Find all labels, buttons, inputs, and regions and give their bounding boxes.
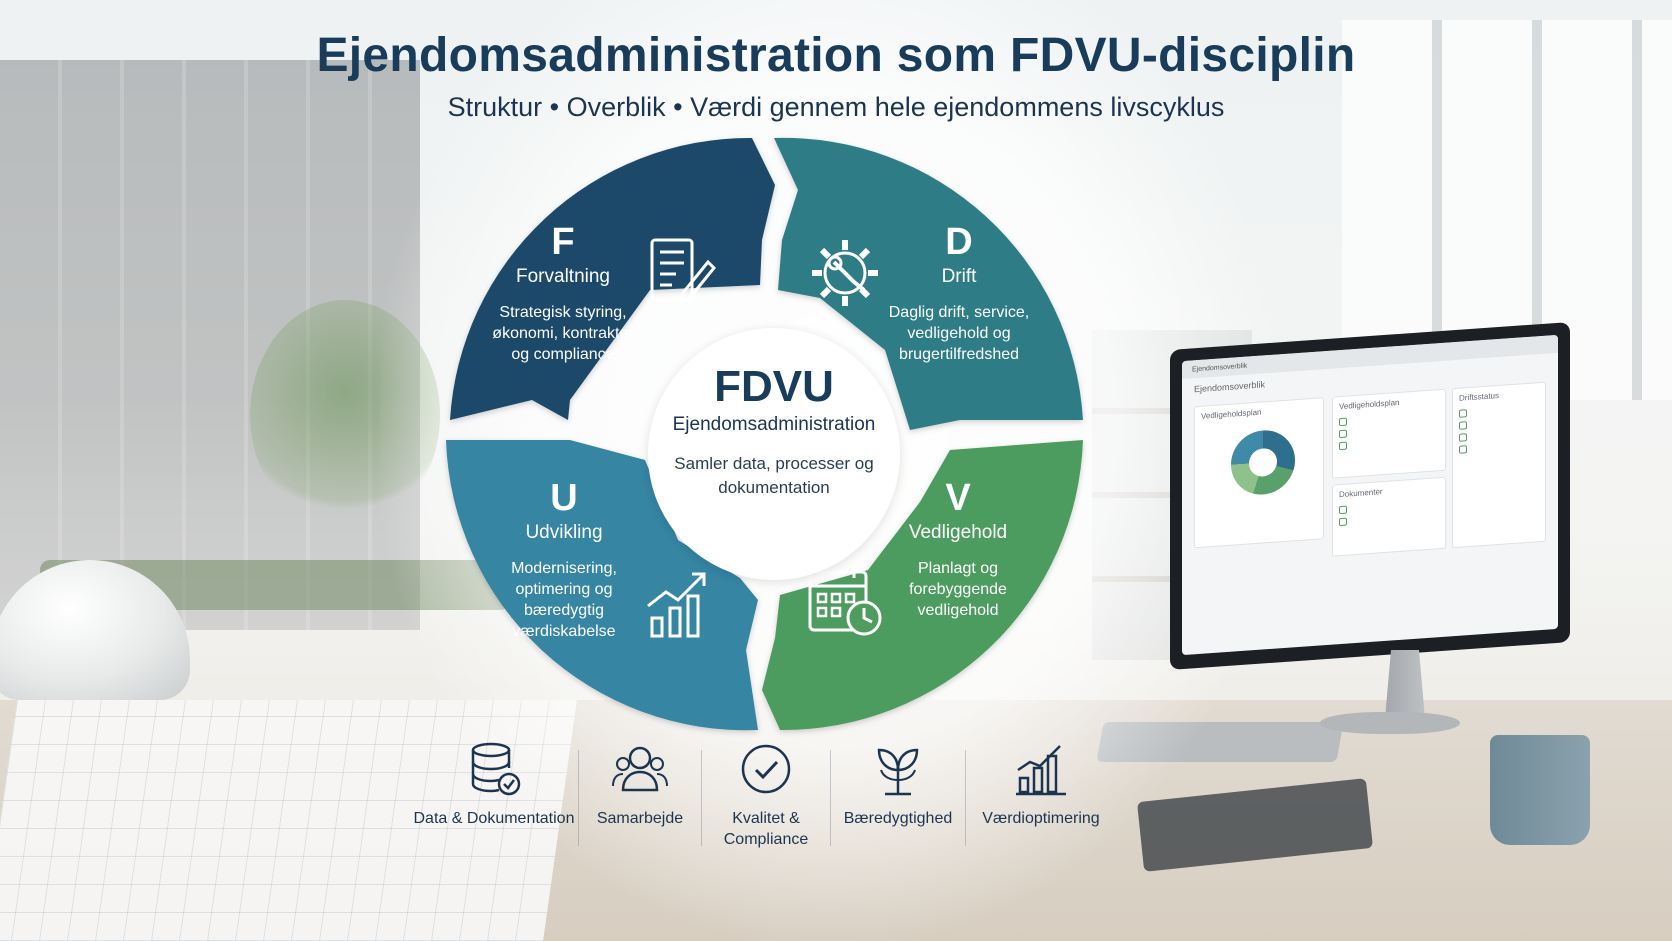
check-circle-icon <box>741 744 791 794</box>
plan-panel: Vedligeholdsplan <box>1332 388 1446 479</box>
coffee-mug <box>1490 735 1590 845</box>
checkbox-icon <box>1339 441 1347 451</box>
divider <box>701 750 702 846</box>
checkbox-icon <box>1339 429 1347 439</box>
chart-panel: Vedligeholdsplan <box>1194 397 1324 549</box>
chart-panel-title: Vedligeholdsplan <box>1201 407 1262 421</box>
leaf-icon <box>877 748 919 796</box>
pillar-data-dokumentation: Data & Dokumentation <box>410 738 578 858</box>
segment-drift <box>774 137 1083 430</box>
quadrant-name: Vedligehold <box>908 522 1008 543</box>
segment-udvikling <box>446 440 758 731</box>
checkbox-icon <box>1459 445 1467 454</box>
quadrant-description: Daglig drift, service, vedligehold og br… <box>888 304 1030 363</box>
bar-chart-icon <box>1016 745 1066 796</box>
quadrant-drift: D Drift Daglig drift, service, vedligeho… <box>882 220 1036 365</box>
segment-vedligehold <box>762 440 1083 731</box>
pillar-vaerdioptimering: Værdioptimering <box>966 738 1116 858</box>
pillar-label: Værdioptimering <box>982 810 1100 827</box>
pillar-label: Data & Dokumentation <box>413 810 575 827</box>
checkbox-icon <box>1339 517 1347 527</box>
quadrant-description: Strategisk styring, økonomi, kontrakter … <box>492 304 634 363</box>
app-title: Ejendomsoverblik <box>1192 362 1248 373</box>
checkbox-icon <box>1459 433 1467 442</box>
quadrant-name: Drift <box>941 266 977 287</box>
divider <box>578 750 579 846</box>
monitor-stand-base <box>1320 712 1460 734</box>
checkbox-icon <box>1459 421 1467 430</box>
divider <box>965 750 966 846</box>
quadrant-letter: D <box>945 221 973 263</box>
center-subtitle: Ejendomsadministration <box>672 414 876 435</box>
center-description: Samler data, processer og dokumentation <box>674 454 874 497</box>
pillar-kvalitet-compliance: Kvalitet & Compliance <box>702 738 830 858</box>
pillar-label: Bæredygtighed <box>843 810 953 827</box>
checkbox-icon <box>1339 417 1347 427</box>
pillar-baeredygtighed: Bæredygtighed <box>831 738 965 858</box>
page-subtitle: Struktur • Overblik • Værdi gennem hele … <box>447 92 1225 122</box>
divider <box>830 750 831 846</box>
monitor-screen: Ejendomsoverblik Ejendomsoverblik Vedlig… <box>1182 334 1558 656</box>
quadrant-name: Forvaltning <box>516 266 610 287</box>
fdvu-wheel: F Forvaltning Strategisk styring, økonom… <box>440 130 1100 740</box>
quadrant-letter: V <box>945 477 971 519</box>
document-pen-icon <box>650 238 716 305</box>
people-icon <box>612 746 668 792</box>
checkbox-icon <box>1459 409 1467 418</box>
quadrant-name: Udvikling <box>525 522 603 543</box>
segment-forvaltning <box>450 137 775 420</box>
center-title: FDVU <box>714 362 834 411</box>
donut-chart <box>1231 428 1295 497</box>
pillar-samarbejde: Samarbejde <box>579 738 701 858</box>
wheel-segments <box>446 137 1083 731</box>
pillar-label: Samarbejde <box>596 810 684 827</box>
checkbox-icon <box>1339 505 1347 515</box>
monitor: Ejendomsoverblik Ejendomsoverblik Vedlig… <box>1170 322 1570 670</box>
quadrant-letter: U <box>550 477 578 519</box>
growth-chart-icon <box>647 572 706 638</box>
gear-wrench-icon <box>812 240 878 306</box>
quadrant-description: Modernisering, optimering og bæredygtig … <box>511 560 617 640</box>
status-panel: Driftsstatus <box>1452 381 1546 549</box>
calendar-clock-icon <box>808 566 882 636</box>
database-shield-icon <box>471 742 521 796</box>
center-circle: FDVU Ejendomsadministration Samler data,… <box>648 328 900 580</box>
docs-panel: Dokumenter <box>1332 476 1446 557</box>
quadrant-udvikling: U Udvikling Modernisering, optimering og… <box>494 476 634 642</box>
page-title: Ejendomsadministration som FDVU-discipli… <box>316 29 1356 82</box>
pillar-label: Kvalitet & Compliance <box>723 810 809 848</box>
pillar-strip: Data & Dokumentation Samarbejde Kvalitet… <box>410 738 1170 858</box>
quadrant-description: Planlagt og forebyggende vedligehold <box>909 560 1007 619</box>
quadrant-letter: F <box>551 221 575 263</box>
quadrant-forvaltning: F Forvaltning Strategisk styring, økonom… <box>488 220 638 365</box>
quadrant-vedligehold: V Vedligehold Planlagt og forebyggende v… <box>888 476 1028 621</box>
